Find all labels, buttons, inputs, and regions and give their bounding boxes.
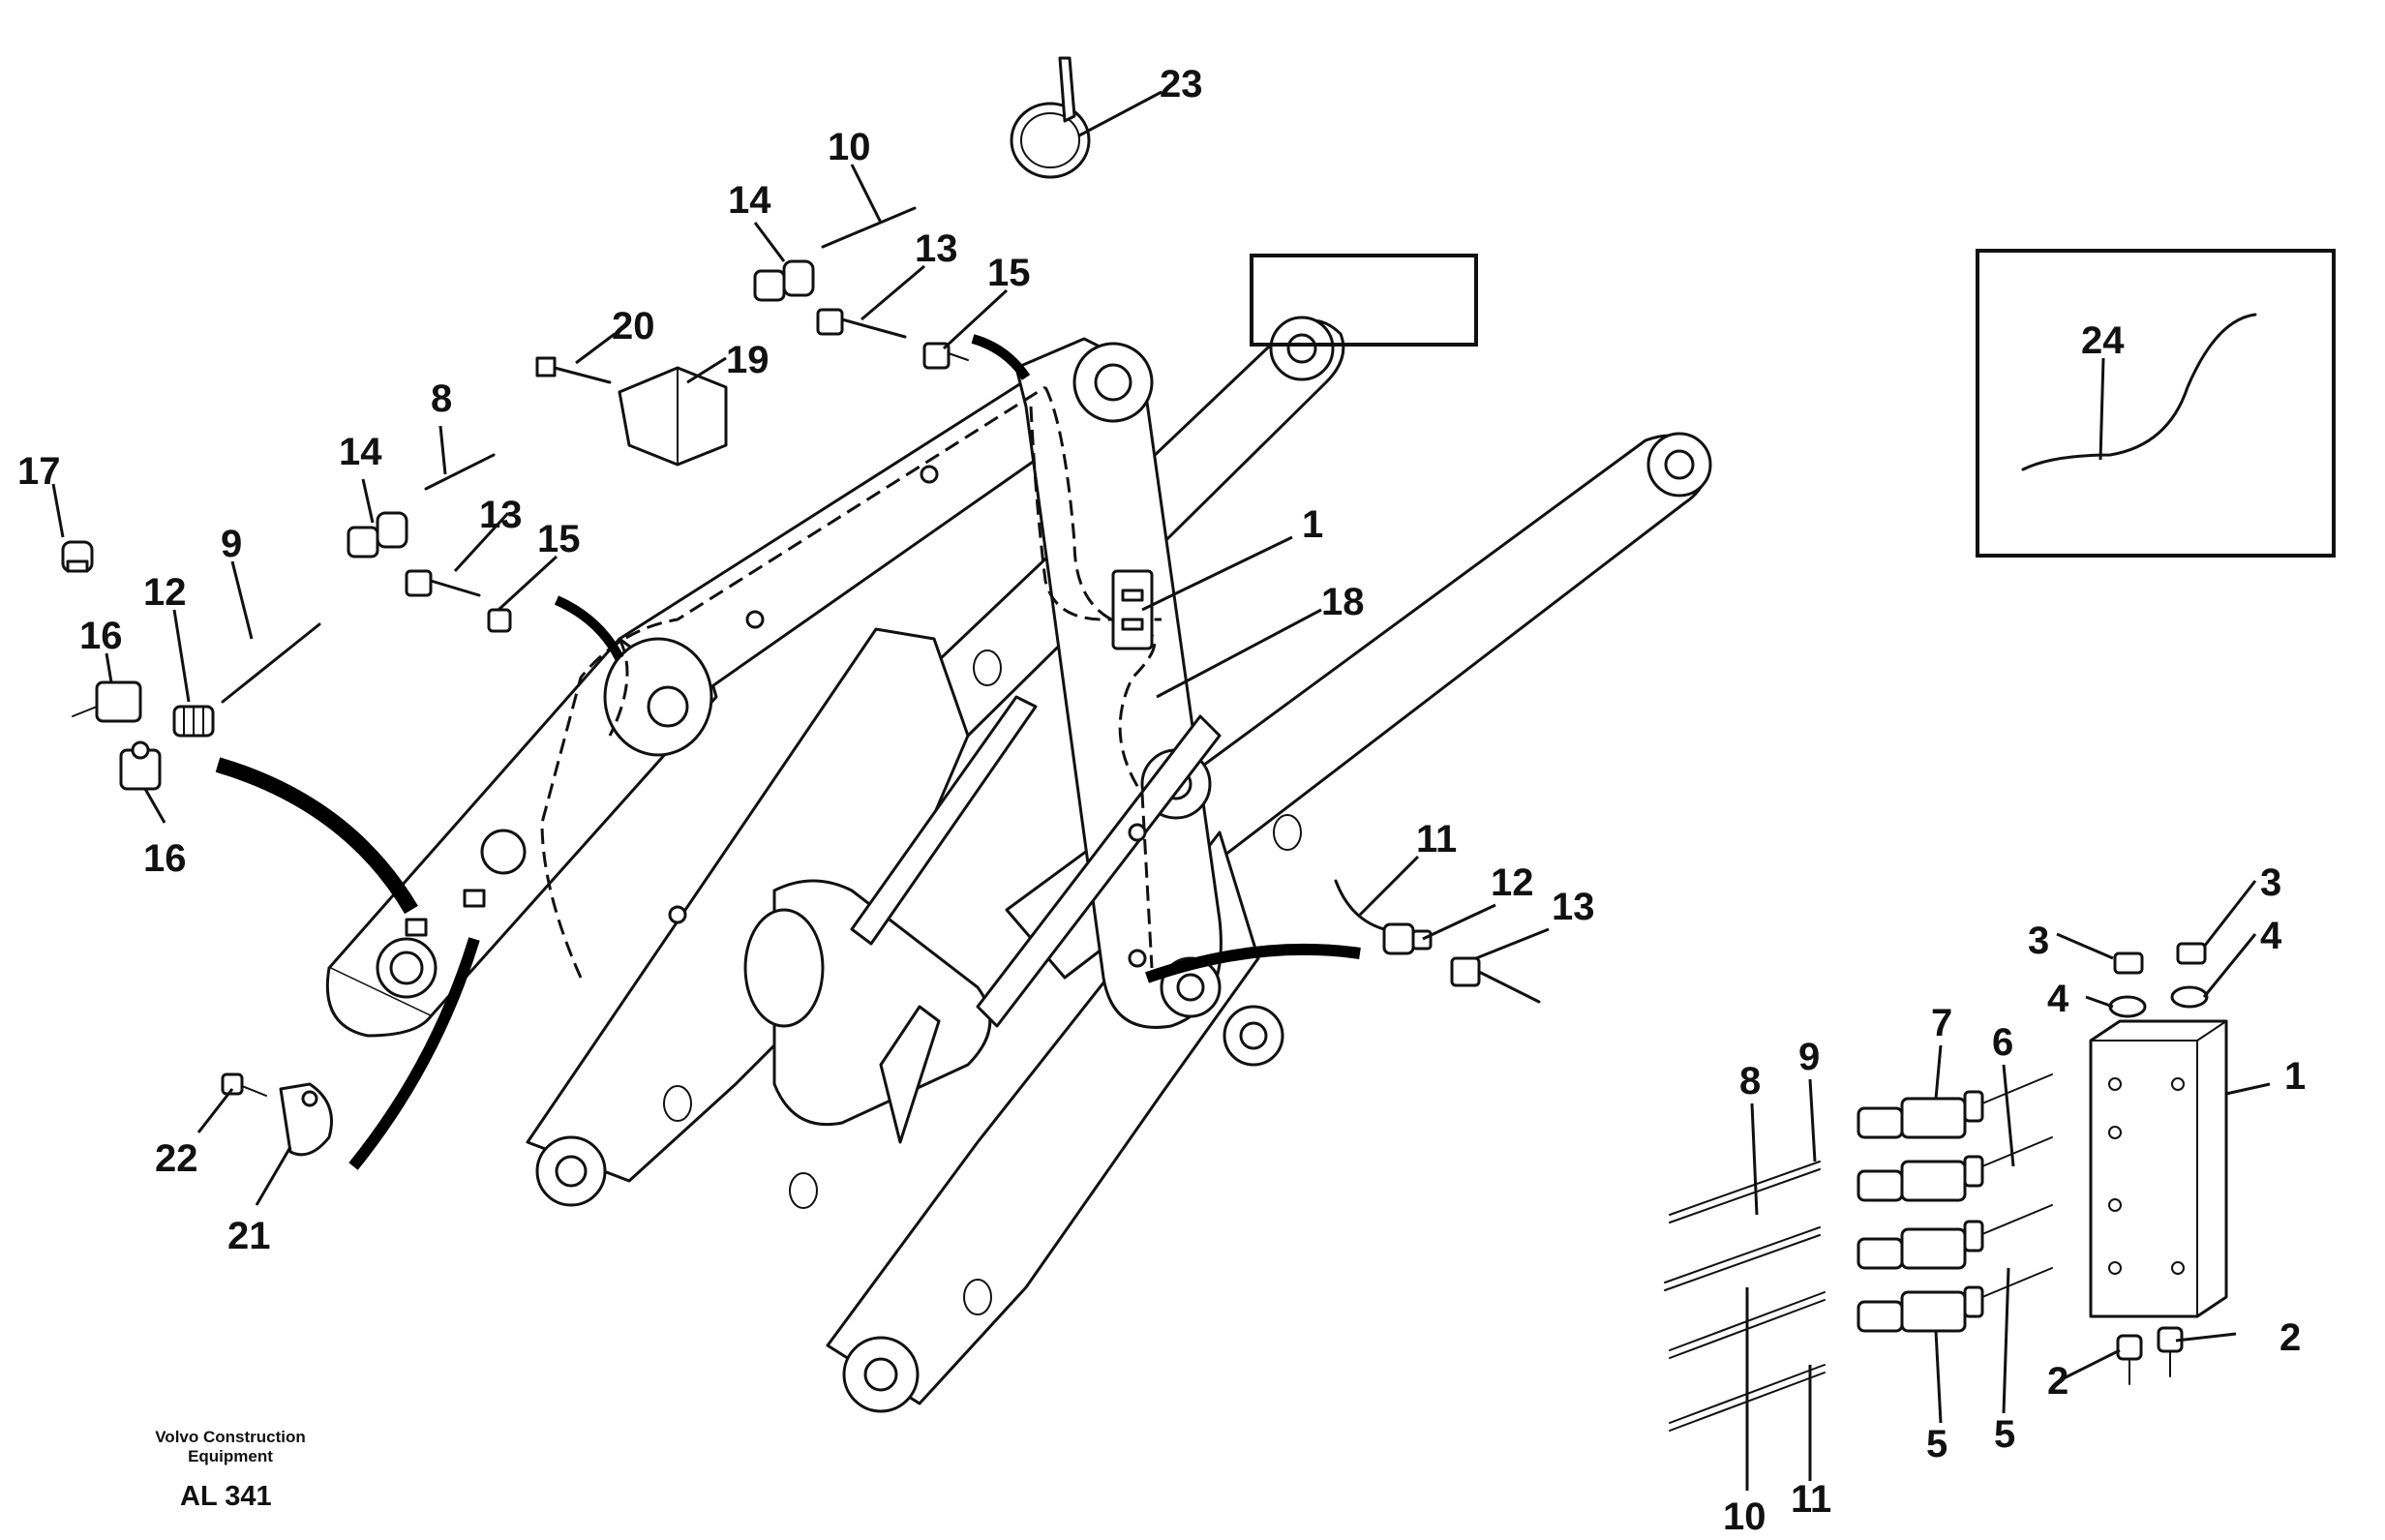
frame-fittings bbox=[405, 465, 1154, 968]
block-hoses bbox=[1664, 1161, 1826, 1432]
bolt-20 bbox=[535, 356, 612, 384]
hoses-black bbox=[215, 334, 1361, 1170]
plug-17 bbox=[61, 540, 94, 573]
callout-8: 8 bbox=[431, 377, 452, 420]
callout-9: 9 bbox=[221, 523, 242, 565]
caption: Volvo Construction Equipment AL 341 bbox=[155, 1428, 306, 1512]
bracket-19 bbox=[618, 366, 728, 467]
distribution-block bbox=[2089, 1019, 2228, 1318]
callout-13: 13 bbox=[479, 494, 523, 536]
callout-14: 14 bbox=[339, 431, 382, 473]
clamp-16-upper bbox=[72, 680, 142, 723]
callout-5: 5 bbox=[1926, 1423, 1947, 1465]
hose-9-left bbox=[221, 622, 321, 704]
callout-11: 11 bbox=[1416, 818, 1457, 861]
fitting-15-left bbox=[487, 608, 512, 633]
inset-box bbox=[1250, 254, 1478, 347]
caption-line-2: Equipment bbox=[188, 1447, 273, 1465]
callout-10: 10 bbox=[828, 126, 871, 168]
elbow-14-upper bbox=[753, 259, 815, 302]
nipple-13-upper bbox=[816, 308, 907, 339]
leader-lines bbox=[51, 90, 2271, 1491]
callout-9: 9 bbox=[1798, 1036, 1820, 1078]
fitting-12-left bbox=[172, 705, 215, 738]
callout-6: 6 bbox=[1992, 1021, 2013, 1064]
fitting-15-upper bbox=[922, 342, 969, 370]
callout-3: 3 bbox=[2260, 861, 2281, 904]
callout-4: 4 bbox=[2047, 978, 2069, 1020]
block-fittings bbox=[1857, 1073, 2053, 1333]
callout-17: 17 bbox=[17, 450, 61, 493]
callout-5: 5 bbox=[1994, 1413, 2015, 1456]
callout-16: 16 bbox=[143, 837, 187, 880]
callout-22: 22 bbox=[155, 1137, 198, 1180]
callout-16: 16 bbox=[79, 615, 123, 657]
callout-20: 20 bbox=[612, 305, 655, 347]
callout-21: 21 bbox=[227, 1215, 271, 1257]
callout-4: 4 bbox=[2260, 915, 2282, 957]
callout-13: 13 bbox=[1552, 886, 1595, 928]
callout-12: 12 bbox=[143, 571, 187, 614]
callout-24: 24 bbox=[2081, 319, 2125, 362]
callout-3: 3 bbox=[2028, 920, 2049, 962]
hose-11-right bbox=[1334, 879, 1386, 931]
callout-19: 19 bbox=[726, 339, 770, 381]
callout-11: 11 bbox=[1791, 1478, 1831, 1521]
callout-7: 7 bbox=[1931, 1002, 1952, 1044]
block-top-screws bbox=[2108, 942, 2209, 1018]
callout-1: 1 bbox=[2284, 1055, 2306, 1098]
callout-10: 10 bbox=[1723, 1495, 1766, 1538]
callout-labels: 23 10 14 13 15 20 19 8 14 13 15 17 9 12 … bbox=[17, 63, 2306, 1538]
lift-arm-frame bbox=[325, 316, 1712, 1413]
block-bottom-nipples bbox=[2116, 1326, 2184, 1385]
callout-8: 8 bbox=[1739, 1060, 1761, 1102]
callout-14: 14 bbox=[728, 179, 771, 222]
cable-tie-part bbox=[1010, 56, 1091, 179]
callout-23: 23 bbox=[1160, 63, 1203, 106]
inset-frame bbox=[1976, 249, 2336, 558]
callout-15: 15 bbox=[987, 252, 1031, 294]
elbow-14-left bbox=[347, 511, 408, 559]
hose-8-upper bbox=[424, 453, 496, 491]
bolt-22 bbox=[221, 1072, 267, 1097]
clamp-16-lower bbox=[119, 740, 162, 791]
illustration-code: AL 341 bbox=[180, 1481, 272, 1512]
fitting-12-right bbox=[1382, 922, 1433, 955]
callout-15: 15 bbox=[537, 518, 581, 560]
hose-24 bbox=[2021, 313, 2257, 471]
nipple-13-right bbox=[1450, 956, 1541, 1004]
nipple-13-left bbox=[405, 569, 481, 597]
callout-2: 2 bbox=[2279, 1316, 2301, 1359]
callout-2: 2 bbox=[2047, 1360, 2068, 1403]
callout-12: 12 bbox=[1491, 861, 1534, 904]
hose-10-upper bbox=[821, 206, 917, 249]
clamp-21 bbox=[279, 1082, 333, 1157]
callout-1: 1 bbox=[1302, 503, 1323, 546]
callout-18: 18 bbox=[1321, 581, 1365, 623]
caption-line-1: Volvo Construction bbox=[155, 1428, 306, 1446]
callout-13: 13 bbox=[915, 227, 958, 270]
hose-routing-dashed bbox=[540, 385, 1162, 979]
